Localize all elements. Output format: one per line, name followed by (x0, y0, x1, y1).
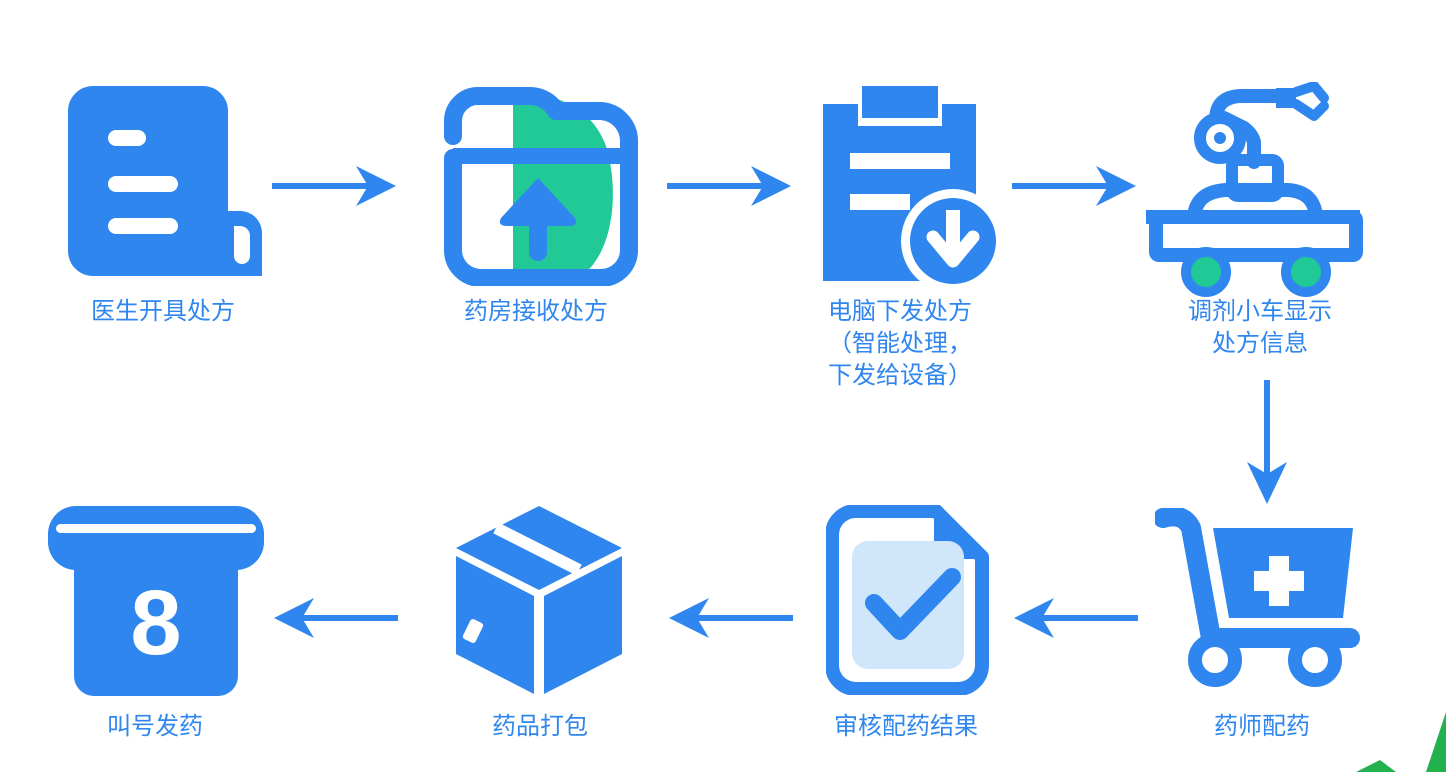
step-label-cart-display: 调剂小车显示 处方信息 (1188, 297, 1332, 357)
step-label-doctor-prescribe: 医生开具处方 (91, 297, 235, 325)
arrow-right-3 (1012, 166, 1136, 206)
document-scroll-icon (68, 86, 262, 276)
file-check-icon (826, 505, 989, 695)
arrow-right-1 (272, 166, 396, 206)
corner-decoration-icon (1356, 712, 1446, 772)
arrow-left-3 (274, 598, 398, 638)
step-label-call-number: 叫号发药 (107, 712, 203, 740)
robot-cart-icon (1146, 82, 1363, 297)
ticket-number: 8 (130, 572, 181, 674)
folder-upload-icon (444, 87, 639, 286)
step-label-pharmacist-dispense: 药师配药 (1214, 712, 1310, 740)
arrow-right-2 (667, 166, 791, 206)
arrow-left-1 (1014, 598, 1138, 638)
ticket-number-icon: 8 (48, 506, 264, 696)
step-label-computer-dispatch: 电脑下发处方 （智能处理， 下发给设备） (828, 297, 972, 389)
arrow-down-1 (1247, 380, 1287, 504)
package-box-icon (456, 506, 622, 694)
step-label-pharmacy-receive: 药房接收处方 (464, 297, 608, 325)
arrow-left-2 (669, 598, 793, 638)
step-label-review-result: 审核配药结果 (834, 712, 978, 740)
medical-cart-icon (1155, 508, 1360, 687)
step-label-package-medicine: 药品打包 (492, 712, 588, 740)
clipboard-download-icon (823, 86, 1005, 286)
